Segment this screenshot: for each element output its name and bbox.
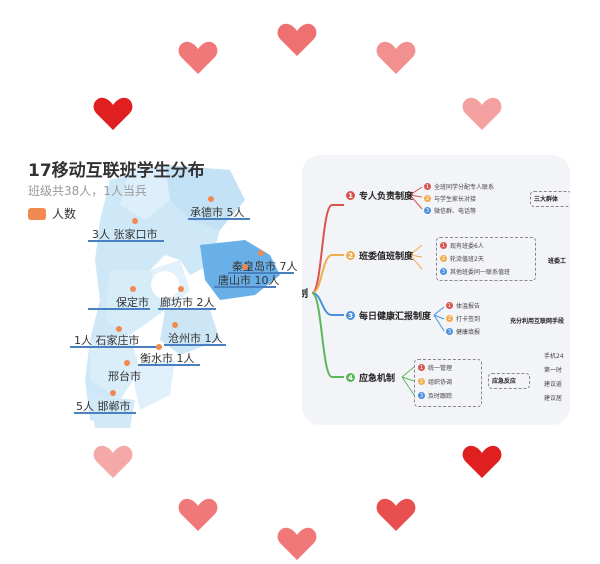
city-dot	[208, 196, 214, 202]
city-underline	[228, 272, 294, 274]
tag-box	[488, 373, 530, 389]
city-dot	[258, 250, 264, 256]
heart-icon	[277, 526, 317, 562]
city-dot	[130, 286, 136, 292]
city-dot	[124, 360, 130, 366]
heart-icon	[178, 40, 218, 76]
branch-tag: 充分利用互联网手段	[510, 318, 565, 325]
branch-tag: 班委工	[548, 258, 567, 265]
heart-icon	[277, 22, 317, 58]
branch-2: 2 班委值班制度	[346, 249, 413, 262]
city-label-tangshan: 唐山市 10人	[218, 274, 280, 287]
city-label-xingtai: 邢台市	[108, 370, 141, 383]
branch-label: 每日健康汇报制度	[359, 312, 432, 322]
city-dot	[116, 326, 122, 332]
tag-box	[530, 191, 570, 207]
branch-tag: 三大群体	[534, 196, 559, 203]
heart-icon	[93, 444, 133, 480]
city-label-baoding: 保定市	[116, 296, 149, 309]
branch-1: 1 专人负责制度	[346, 189, 413, 202]
heart-icon	[93, 96, 133, 132]
map-title: 17移动互联班学生分布	[28, 161, 205, 181]
mindmap-root: 制	[302, 289, 308, 300]
branch-number: 4	[346, 373, 355, 382]
hebei-map-shape	[85, 165, 280, 428]
branch-3: 3 每日健康汇报制度	[346, 309, 431, 322]
branch-label: 应急机制	[359, 374, 396, 384]
city-label-langfang: 廊坊市 2人	[160, 296, 215, 309]
student-distribution-map: 17移动互联班学生分布 班级共38人，1人当兵 人数 承德市 5人 3人 张家口…	[0, 150, 300, 430]
city-underline	[88, 240, 164, 242]
city-label-handan: 5人 邯郸市	[76, 400, 131, 413]
mindmap-connectors	[311, 186, 445, 396]
legend-swatch	[28, 207, 46, 220]
branch-4: 4 应急机制	[346, 371, 395, 384]
sub-leaf: 建议居	[544, 395, 563, 402]
city-underline	[188, 218, 250, 220]
map-subtitle: 班级共38人，1人当兵	[28, 184, 147, 198]
heart-icon	[462, 96, 502, 132]
city-underline	[70, 346, 162, 348]
city-label-zhangjiakou: 3人 张家口市	[92, 228, 158, 241]
city-dot	[242, 264, 248, 270]
city-underline	[158, 308, 216, 310]
sub-leaf: 手机24	[544, 353, 564, 360]
leaf-box	[414, 359, 482, 407]
sub-leaf: 建议返	[544, 381, 563, 388]
city-label-cangzhou: 沧州市 1人	[168, 332, 223, 345]
branch-label: 专人负责制度	[359, 192, 414, 202]
branch-number: 1	[346, 191, 355, 200]
city-dot	[132, 218, 138, 224]
legend-label: 人数	[52, 207, 77, 221]
city-label-hengshui: 衡水市 1人	[140, 352, 195, 365]
branch-tag: 应急反应	[492, 378, 517, 385]
leaf-box	[436, 237, 536, 281]
city-dot	[178, 286, 184, 292]
legend: 人数	[28, 205, 76, 222]
branch-label: 班委值班制度	[359, 252, 414, 262]
city-underline	[88, 308, 150, 310]
city-dot	[110, 390, 116, 396]
city-dot	[156, 344, 162, 350]
city-underline	[74, 412, 136, 414]
sub-leaf: 第一时	[544, 367, 563, 374]
city-label-chengde: 承德市 5人	[190, 206, 245, 219]
city-underline	[138, 364, 200, 366]
city-label-shijiazhuang: 1人 石家庄市	[74, 334, 140, 347]
heart-icon	[462, 444, 502, 480]
city-underline	[214, 286, 276, 288]
city-dot	[172, 322, 178, 328]
heart-icon	[178, 497, 218, 533]
branch-number: 3	[346, 311, 355, 320]
city-underline	[164, 344, 226, 346]
heart-icon	[376, 40, 416, 76]
branch-number: 2	[346, 251, 355, 260]
heart-icon	[376, 497, 416, 533]
